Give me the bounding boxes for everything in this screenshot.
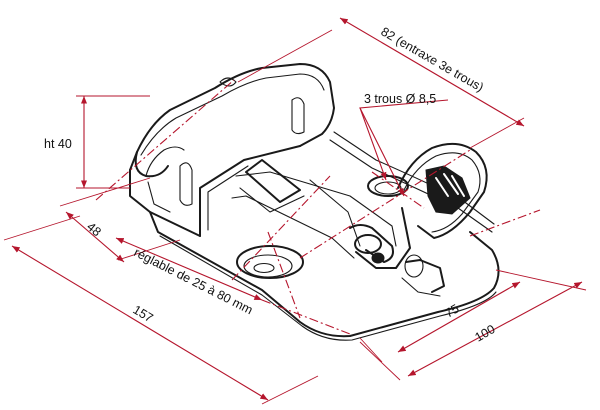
dimension-holes-label: 3 trous Ø 8,5 (364, 92, 436, 106)
dimension-157-label: 157 (130, 303, 155, 326)
dimension-100-label: 100 (473, 322, 498, 345)
dimension-157: 157 (3, 215, 319, 405)
dimension-48: 48 (59, 177, 181, 263)
dimension-entraxe: 82 (entraxe 3e trous) (237, 17, 525, 149)
dimension-holes: 3 trous Ø 8,5 (359, 92, 449, 197)
centerlines (95, 79, 541, 319)
dimension-adjustable-label: réglable de 25 à 80 mm (132, 245, 255, 317)
dimension-48-label: 48 (84, 220, 104, 240)
clamp-bracket-body (129, 63, 500, 341)
dimension-height: ht 40 (44, 95, 150, 189)
dimension-entraxe-label: 82 (entraxe 3e trous) (379, 24, 486, 94)
dimension-height-label: ht 40 (44, 137, 72, 151)
dimension-75: 75 (359, 281, 521, 363)
